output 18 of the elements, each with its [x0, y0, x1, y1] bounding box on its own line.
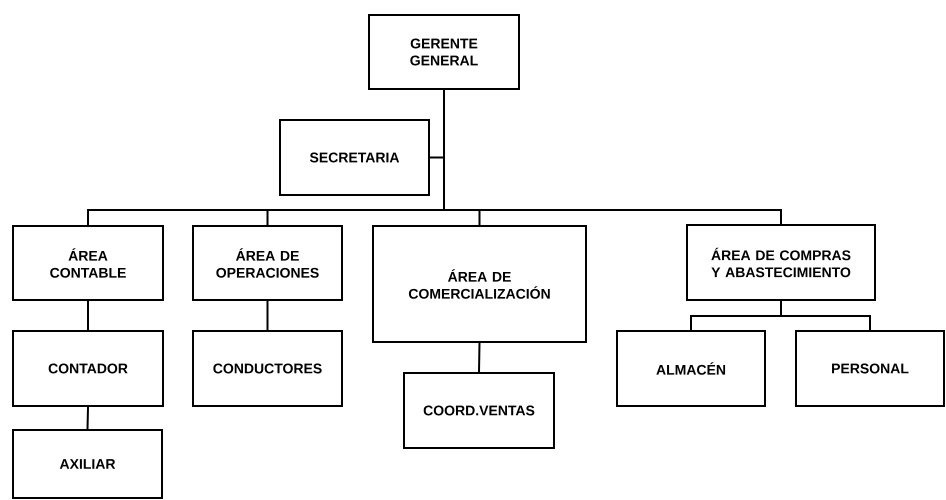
org-box: CONDUCTORES: [192, 330, 343, 407]
connector-line: [86, 406, 89, 430]
connector-line: [780, 301, 871, 330]
org-box: AXILIAR: [12, 429, 163, 499]
org-box: ÁREA DE COMERCIALIZACIÓN: [372, 225, 587, 343]
org-box: ALMACÉN: [616, 330, 766, 407]
org-box: PERSONAL: [795, 330, 945, 407]
connector-line: [478, 342, 480, 372]
org-box: GERENTE GENERAL: [368, 14, 520, 90]
org-box: ÁREA DE COMPRAS Y ABASTECIMIENTO: [686, 224, 876, 301]
org-box: CONTADOR: [12, 330, 164, 407]
connector-line: [443, 90, 782, 224]
org-box: SECRETARIA: [279, 119, 430, 196]
org-box: ÁREA DE OPERACIONES: [192, 225, 343, 301]
org-box: COORD.VENTAS: [403, 372, 555, 449]
connector-line: [266, 301, 268, 330]
connector-line: [87, 301, 89, 330]
org-box: ÁREA CONTABLE: [12, 225, 164, 301]
